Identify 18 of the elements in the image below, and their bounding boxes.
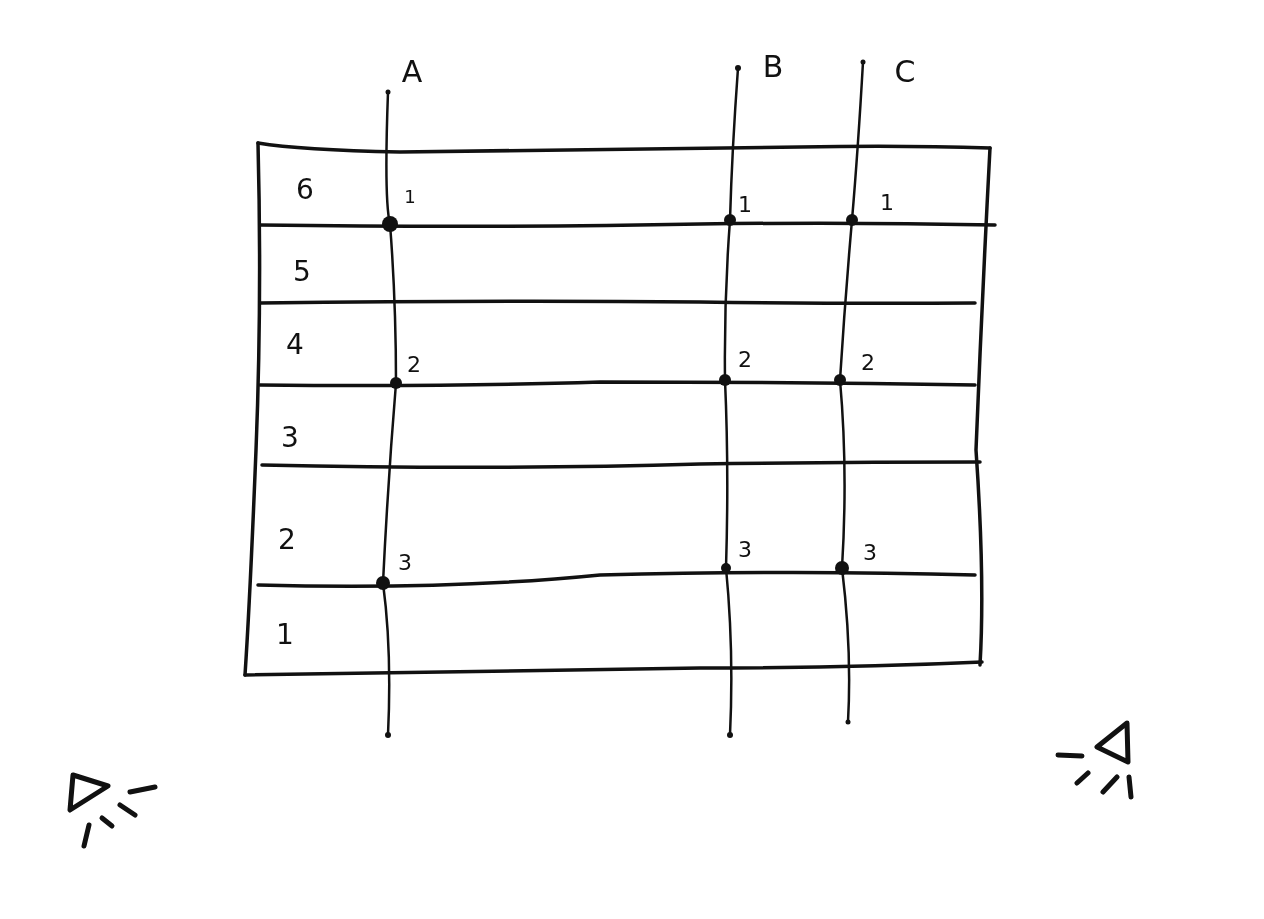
point-number: 3 xyxy=(738,539,752,561)
row-number: 6 xyxy=(296,176,314,204)
row-number: 5 xyxy=(293,258,311,286)
point-number: 1 xyxy=(404,188,416,206)
row-number: 1 xyxy=(276,621,294,649)
line-label: A xyxy=(401,57,423,87)
point-number: 2 xyxy=(407,354,421,376)
point-number: 1 xyxy=(880,192,894,214)
point-number: 1 xyxy=(738,194,752,216)
line-label: B xyxy=(762,52,784,82)
row-number: 4 xyxy=(286,331,304,359)
point-number: 3 xyxy=(398,552,412,574)
point-number: 2 xyxy=(738,349,752,371)
point-number: 2 xyxy=(861,352,875,374)
row-number: 3 xyxy=(281,424,299,452)
row-number: 2 xyxy=(278,526,296,554)
line-label: C xyxy=(894,57,916,87)
point-number: 3 xyxy=(863,542,877,564)
